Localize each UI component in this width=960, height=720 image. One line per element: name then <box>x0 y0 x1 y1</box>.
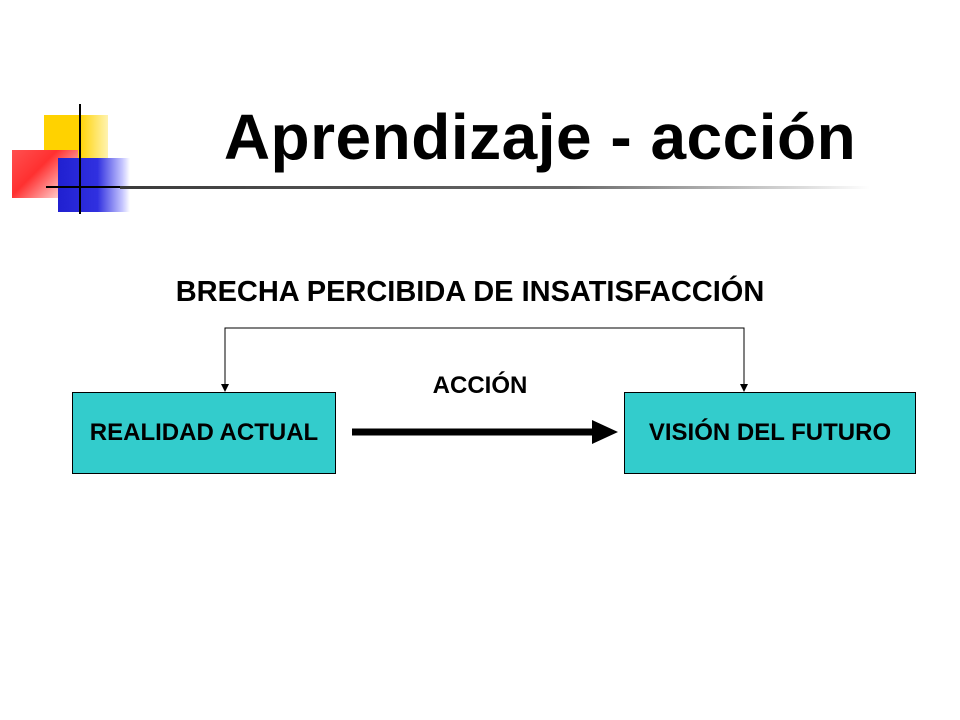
future-vision-box: VISIÓN DEL FUTURO <box>624 392 916 474</box>
action-arrow-head <box>592 420 618 444</box>
current-reality-box: REALIDAD ACTUAL <box>72 392 336 474</box>
action-label: ACCIÓN <box>432 372 528 399</box>
decorative-squares-logo <box>0 0 140 230</box>
gap-arrowhead-right <box>740 384 748 392</box>
slide-title: Aprendizaje - acción <box>223 101 857 173</box>
gap-bracket-connector <box>224 327 745 384</box>
logo-blue-square <box>58 158 130 212</box>
gap-label: BRECHA PERCIBIDA DE INSATISFACCIÓN <box>175 276 765 308</box>
gap-arrowhead-left <box>221 384 229 392</box>
logo-horizontal-line <box>46 186 124 188</box>
logo-vertical-line <box>79 104 81 214</box>
title-underline <box>120 186 870 189</box>
